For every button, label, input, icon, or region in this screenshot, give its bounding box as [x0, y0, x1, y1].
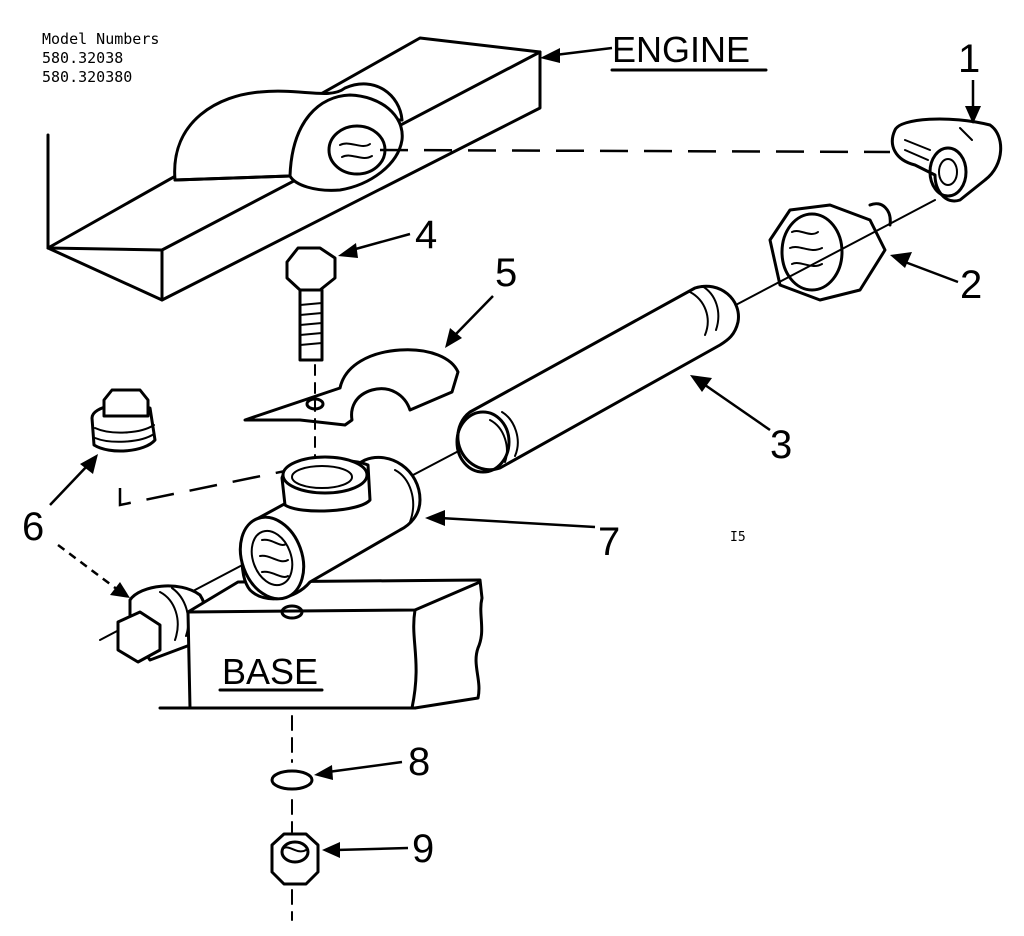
model-numbers-heading: Model Numbers — [42, 30, 160, 48]
callout-4-leader — [351, 232, 411, 252]
base-block — [158, 578, 484, 710]
callout-2: 2 — [960, 263, 982, 307]
plug-to-tee-centerline — [118, 468, 291, 507]
part-3-pipe-nipple — [455, 284, 740, 474]
callout-1: 1 — [958, 37, 980, 81]
callout-6: 6 — [22, 505, 44, 549]
callout-8-leader — [327, 760, 403, 774]
callout-2-leader — [904, 260, 959, 284]
part-2-hex-nut — [768, 202, 892, 302]
callout-3: 3 — [770, 423, 792, 467]
callout-9-leader — [335, 846, 409, 852]
engine-label-group: ENGINE — [540, 29, 768, 72]
callout-9: 9 — [412, 827, 434, 871]
figure-mark: I5 — [730, 530, 746, 545]
part-4-bolt — [285, 246, 337, 362]
part-9-hex-nut — [270, 832, 320, 886]
callout-8: 8 — [408, 740, 430, 784]
callout-7: 7 — [598, 520, 620, 564]
callout-5-leader — [454, 295, 494, 336]
model-number-1: 580.32038 — [42, 49, 124, 67]
engine-block — [46, 36, 542, 302]
part-8-washer — [270, 769, 314, 791]
engine-label: ENGINE — [612, 29, 750, 70]
model-number-2: 580.320380 — [42, 68, 133, 86]
callout-3-leader — [704, 383, 771, 432]
callout-6-leader-upper — [49, 464, 89, 506]
part-6-pipe-plug-upper — [90, 388, 157, 453]
callout-7-leader — [439, 516, 596, 529]
part-5-clamp — [243, 348, 460, 427]
part-7-tee — [238, 455, 422, 620]
callout-4: 4 — [415, 213, 437, 257]
part-1-elbow — [890, 117, 1003, 203]
callout-5: 5 — [495, 251, 517, 295]
callout-6-leader-lower — [57, 544, 119, 591]
base-label: BASE — [222, 651, 318, 692]
